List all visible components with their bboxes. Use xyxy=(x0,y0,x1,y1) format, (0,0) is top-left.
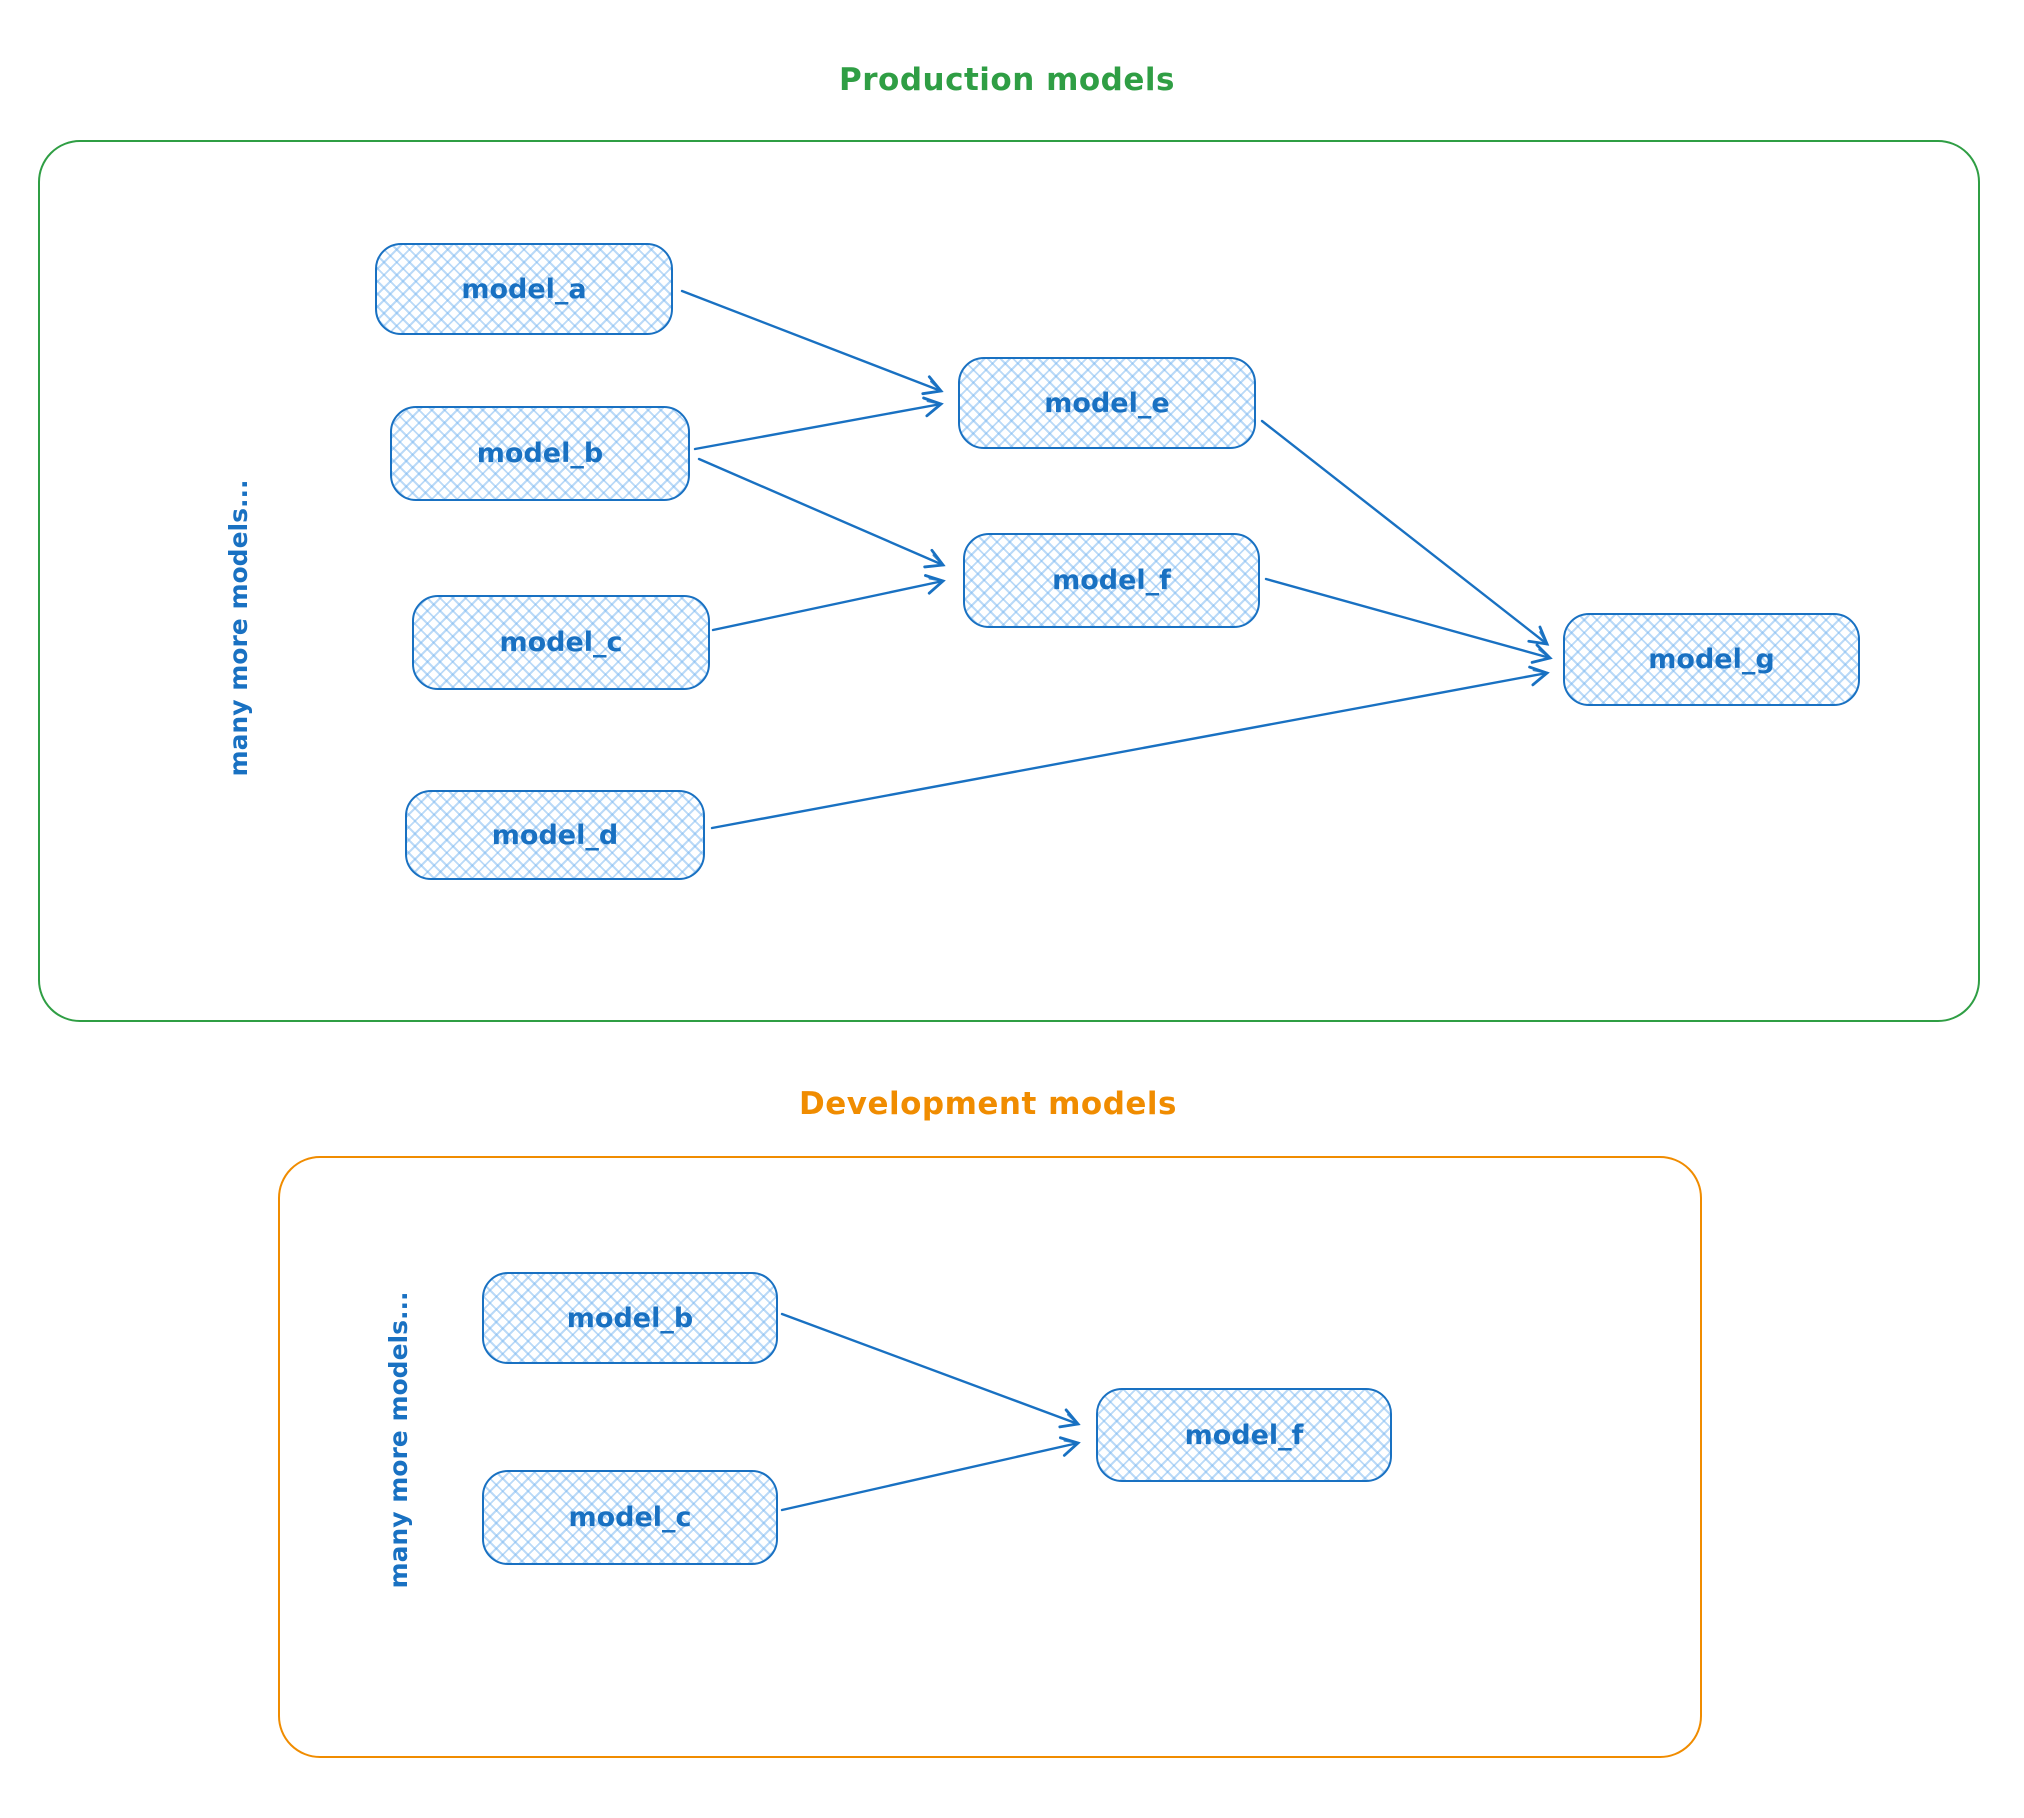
node-model_a: model_a xyxy=(375,243,673,335)
development-section-title: Development models xyxy=(798,1086,1177,1122)
node-model_e: model_e xyxy=(958,357,1256,449)
development-side-label: many more models... xyxy=(384,1291,413,1589)
production-section-frame xyxy=(38,140,1980,1022)
node-model_d: model_d xyxy=(405,790,705,880)
dev-node-model_b: model_b xyxy=(482,1272,778,1364)
node-model_b: model_b xyxy=(390,406,690,501)
dev-node-model_c: model_c xyxy=(482,1470,778,1565)
node-model_c: model_c xyxy=(412,595,710,690)
development-section-frame xyxy=(278,1156,1702,1758)
production-section-title: Production models xyxy=(839,62,1175,98)
production-side-label: many more models... xyxy=(224,479,253,777)
node-model_f: model_f xyxy=(963,533,1260,628)
dev-node-model_f: model_f xyxy=(1096,1388,1392,1482)
node-model_g: model_g xyxy=(1563,613,1860,706)
